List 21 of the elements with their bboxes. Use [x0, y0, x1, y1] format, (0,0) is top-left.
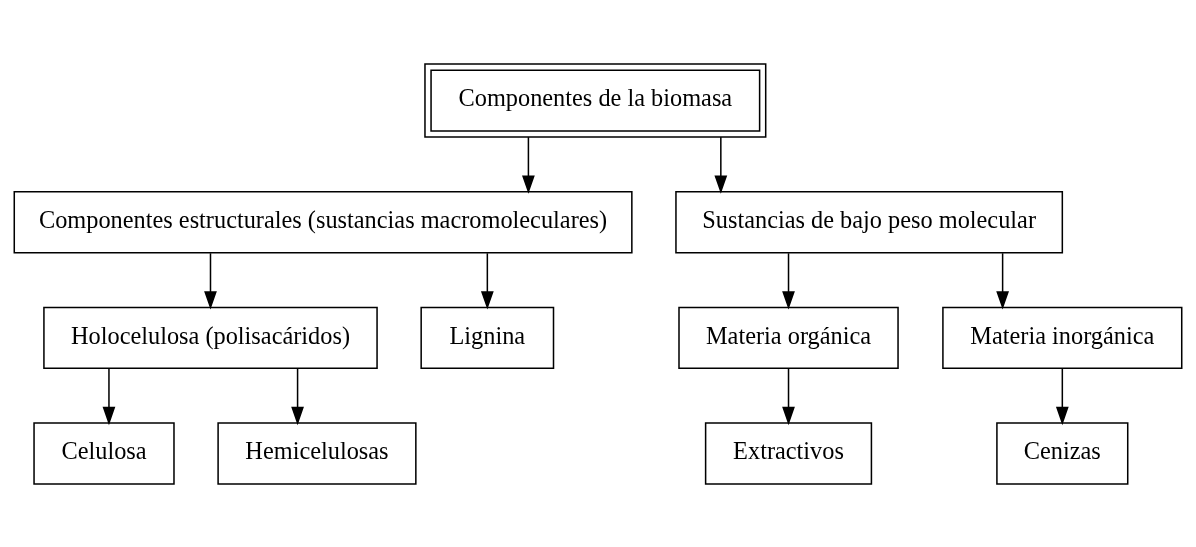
arrow — [1055, 367, 1069, 425]
node-box: Hemicelulosas — [217, 421, 417, 485]
node-box: Cenizas — [996, 421, 1129, 485]
node-box: Materia inorgánica — [942, 306, 1183, 369]
node-box: Materia orgánica — [678, 306, 899, 369]
arrow — [204, 252, 217, 310]
arrow — [714, 135, 728, 194]
arrow — [291, 367, 304, 425]
arrow — [782, 367, 795, 425]
node-box: Componentes de la biomasa — [424, 62, 767, 138]
arrow — [782, 252, 795, 310]
arrow — [522, 135, 535, 194]
arrow — [996, 252, 1009, 310]
node-box: Componentes estructurales (sustancias macromoleculares) — [13, 190, 633, 253]
node-box: Lignina — [420, 306, 555, 369]
node-box: Sustancias de bajo peso molecular — [675, 190, 1064, 253]
node-box: Celulosa — [33, 421, 175, 485]
node-box: Extractivos — [704, 421, 873, 485]
arrow — [480, 252, 494, 310]
node-box: Holocelulosa (polisacáridos) — [43, 306, 378, 369]
arrow — [102, 367, 116, 425]
